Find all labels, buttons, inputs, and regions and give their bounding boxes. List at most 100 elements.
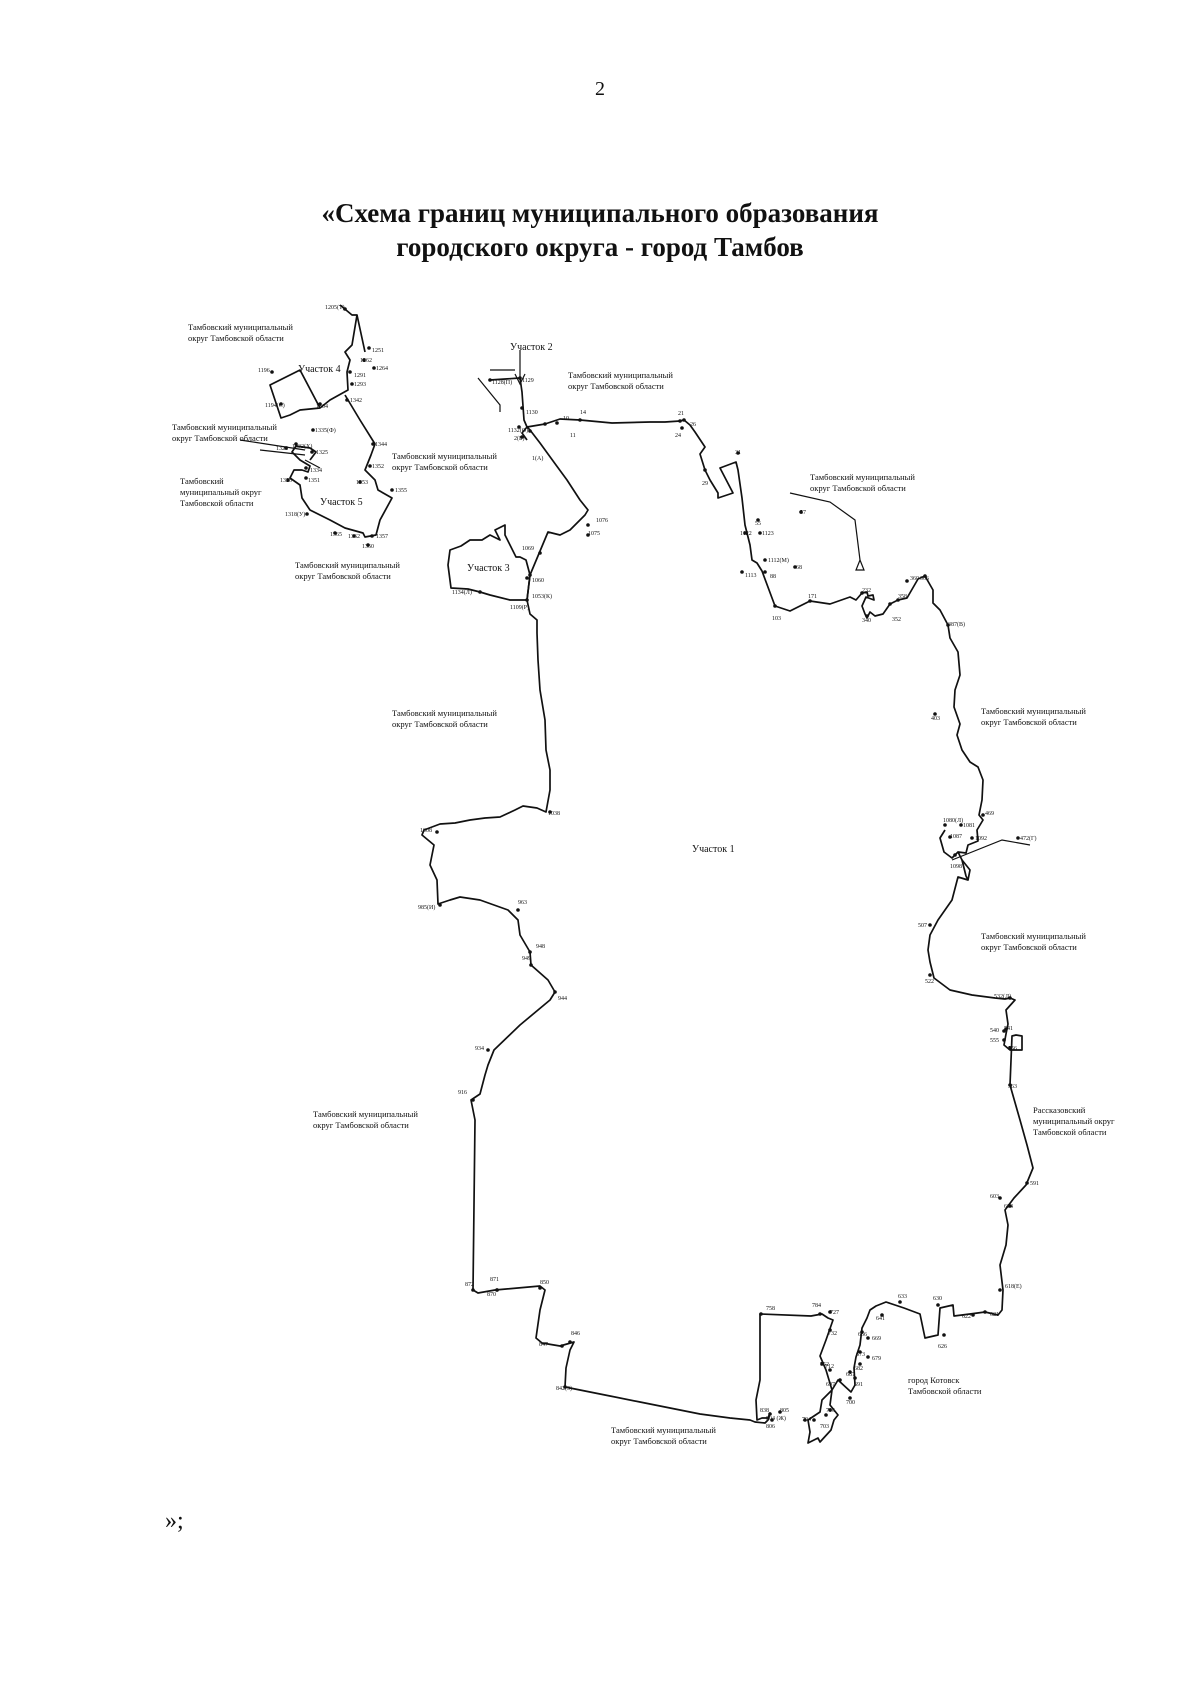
vertex-label-540: 540 [990,1028,999,1034]
section-3-label: Участок 3 [467,563,510,574]
vertex-label-633: 633 [898,1294,907,1300]
vertex-dot-1332 [294,442,298,446]
vertex-label-1087: 1087 [950,834,962,840]
section-5-boundary [289,394,393,538]
vertex-dot-472 [1016,836,1020,840]
svg-text:Тамбовский муниципальный: Тамбовский муниципальный [611,1425,716,1435]
vertex-dot-700 [848,1396,852,1400]
vertex-dot-1129 [518,376,522,380]
vertex-label-555: 555 [990,1038,999,1044]
vertex-dot-1081 [959,823,963,827]
vertex-dot-847 [560,1344,564,1348]
vertex-dot-541 [1004,1027,1008,1031]
svg-text:муниципальный округ: муниципальный округ [180,487,262,497]
svg-text:Рассказовский: Рассказовский [1033,1105,1086,1115]
vertex-label-1353: 1353 [356,480,368,486]
svg-text:Тамбовский муниципальный: Тамбовский муниципальный [172,422,277,432]
vertex-label-55: 55 [755,521,761,527]
section-4-label: Участок 4 [298,364,341,375]
vertex-label-603: 603 [990,1194,999,1200]
vertex-label-618: 618(Е) [1005,1283,1022,1290]
vertex-dot-1008 [435,830,439,834]
vertex-label-1060: 1060 [532,578,544,584]
vertex-dot-1075 [586,533,590,537]
vertex-dot-641 [880,1313,884,1317]
neighbor-label-w2: Тамбовский муниципальный округ Тамбовско… [180,476,262,508]
svg-text:Тамбовский муниципальный: Тамбовский муниципальный [981,931,1086,941]
map-title-line-2: городского округа - город Тамбов [396,232,804,262]
vertex-label-1076: 1076 [596,518,608,524]
vertex-dot-1038 [548,810,552,814]
section-1-label: Участок 1 [692,844,735,855]
vertex-label-1365: 1365 [330,532,342,538]
vertex-label-1098: 1098 [950,864,962,870]
vertex-dot-604 [1008,1204,1012,1208]
vertex-dot-1351 [304,476,308,480]
vertex-label-727: 727 [830,1310,839,1316]
vertex-dot-630 [936,1303,940,1307]
svg-text:Тамбовский муниципальный: Тамбовский муниципальный [810,472,915,482]
vertex-label-630: 630 [933,1296,942,1302]
vertex-dot-1069 [538,551,542,555]
vertex-dot-1344 [371,442,375,446]
vertex-label-847: 847 [539,1342,548,1348]
vertex-label-1344: 1344 [375,442,387,448]
svg-text:Тамбовский муниципальный: Тамбовский муниципальный [188,322,293,332]
vertex-dot-805 [778,1410,782,1414]
vertex-dot-14 [578,418,582,422]
vertex-dot-21 [678,419,682,423]
map-title: «Схема границ муниципального образования… [0,196,1200,264]
vertex-label-682: 682 [854,1366,863,1372]
svg-text:Тамбовский: Тамбовский [180,476,224,486]
vertex-dot-704 [812,1418,816,1422]
neighbor-label-w1: Тамбовский муниципальный округ Тамбовско… [172,422,277,443]
section-1-boundary-detail [521,426,528,441]
neighbor-label-n: Тамбовский муниципальный округ Тамбовско… [568,370,673,391]
vertex-dot-1325 [310,450,314,454]
vertex-label-1328: 1328 [276,446,288,452]
vertex-dot-603 [998,1196,1002,1200]
vertex-label-872: 872 [465,1282,474,1288]
neighbor-leader-1 [789,492,861,561]
vertex-label-1262: 1262 [360,358,372,364]
vertex-label-10: 10 [563,416,569,422]
vertex-dot-1205 [343,307,347,311]
vertex-label-472: 472(Г) [1020,835,1036,842]
vertex-label-804: 804 (Ж) [766,1415,786,1422]
section-2-leader [477,369,515,412]
svg-text:Тамбовский муниципальный: Тамбовский муниципальный [313,1109,418,1119]
vertex-dot-706 [828,1408,832,1412]
vertex-dot-758 [759,1312,763,1316]
vertex-dot-1293 [350,382,354,386]
neighbor-label-mid-nw: Тамбовский муниципальный округ Тамбовско… [392,451,497,472]
vertex-dot-55 [756,518,760,522]
vertex-dot-1362 [352,534,356,538]
vertex-label-1291: 1291 [354,373,366,379]
vertex-dot-24 [680,426,684,430]
vertex-dot-1323 [286,478,290,482]
svg-text:Тамбовской области: Тамбовской области [908,1386,982,1396]
vertex-label-934: 934 [475,1046,484,1052]
section-1-leader-1092 [951,839,1031,861]
vertex-label-14: 14 [580,410,586,416]
vertex-dot-618 [998,1288,1002,1292]
vertex-label-842: 842(З) [556,1385,572,1392]
vertex-label-1092: 1092 [975,836,987,842]
vertex-label-626: 626 [938,1344,947,1350]
vertex-dot-26 [682,418,686,422]
section-1-boundary [421,418,1034,1444]
vertex-dot-1196 [270,370,274,374]
section-2-arrow [514,350,526,386]
vertex-label-805: 805 [780,1408,789,1414]
vertex-dot-171 [808,599,812,603]
svg-text:округ Тамбовской области: округ Тамбовской области [392,719,488,729]
section-2-boundary [489,377,528,428]
vertex-dot-366 [923,574,927,578]
vertex-dot-352 [888,602,892,606]
vertex-dot-806 [770,1418,774,1422]
vertex-label-358: 358 [898,594,907,600]
vertex-label-1109: 1109(Р) [510,604,529,611]
vertex-dot-948 [528,950,532,954]
vertex-dot-626 [942,1333,946,1337]
vertex-label-469: 469 [985,811,994,817]
